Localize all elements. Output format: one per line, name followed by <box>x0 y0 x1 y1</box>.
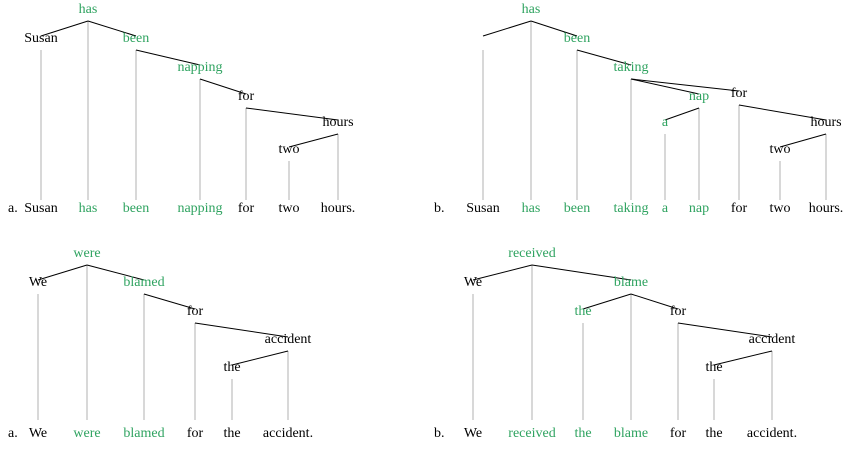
sentence-word-taking: taking <box>613 201 649 216</box>
dependency-edge <box>40 20 89 37</box>
dependency-edge <box>482 20 532 37</box>
sentence-word-we: We <box>463 426 483 441</box>
tree-node-for: for <box>669 304 687 319</box>
sentence-word-has: has <box>521 201 541 216</box>
tree-node-hours: hours <box>322 115 354 130</box>
tree-node-for: for <box>186 304 204 319</box>
sentence-word-received: received <box>508 426 556 441</box>
tree-node-we: We <box>463 275 483 290</box>
dependency-edge <box>779 133 827 148</box>
tree-node-two: two <box>769 142 791 157</box>
sentence-word-for: for <box>186 426 204 441</box>
dependency-edge <box>143 293 196 310</box>
sentence-word-nap: nap <box>688 201 710 216</box>
tree-edges-layer <box>482 20 827 200</box>
dependency-edge <box>738 104 827 121</box>
sentence-word-blame: blame <box>613 426 649 441</box>
tree-node-napping: napping <box>177 60 223 75</box>
dependency-edge <box>86 264 145 281</box>
sentence-word-hours: hours. <box>808 201 844 216</box>
sentence-word-accident: accident. <box>262 426 314 441</box>
sentence-word-the: the <box>574 426 592 441</box>
dependency-edge <box>472 264 533 281</box>
tree-node-two: two <box>278 142 300 157</box>
tree-node-been: been <box>122 31 150 46</box>
dependency-edge <box>135 49 201 66</box>
dependency-edge <box>576 49 632 66</box>
sentence-word-susan: Susan <box>466 201 500 216</box>
tree-node-nap: nap <box>688 89 710 104</box>
tree-node-a: a <box>661 115 669 130</box>
example-letter-label: b. <box>434 426 445 441</box>
tree-node-the: the <box>223 360 241 375</box>
tree-node-been: been <box>563 31 591 46</box>
dependency-edge <box>630 293 679 310</box>
tree-node-received: received <box>508 246 556 261</box>
example-letter-label: a. <box>8 426 18 441</box>
sentence-word-susan: Susan <box>24 201 58 216</box>
dependency-edge <box>630 78 700 95</box>
sentence-word-two: two <box>278 201 300 216</box>
tree-edges-layer <box>40 20 339 200</box>
dependency-edge <box>582 293 632 310</box>
sentence-word-for: for <box>669 426 687 441</box>
sentence-word-been: been <box>563 201 591 216</box>
sentence-word-were: were <box>73 426 101 441</box>
dependency-edge <box>245 107 339 121</box>
tree-edges-layer <box>37 264 289 420</box>
tree-node-blame: blame <box>613 275 649 290</box>
dependency-edge <box>677 322 773 338</box>
sentence-word-the: the <box>705 426 723 441</box>
dependency-edge <box>37 264 88 281</box>
tree-node-hours: hours <box>810 115 842 130</box>
sentence-word-blamed: blamed <box>123 426 165 441</box>
sentence-word-a: a <box>661 201 669 216</box>
sentence-word-we: We <box>28 426 48 441</box>
tree-node-has: has <box>78 2 98 17</box>
sentence-word-two: two <box>769 201 791 216</box>
dependency-edge <box>288 133 339 148</box>
dependency-edge <box>87 20 137 37</box>
tree-edges-layer <box>472 264 773 420</box>
tree-node-for: for <box>237 89 255 104</box>
tree-node-accident: accident <box>748 332 796 347</box>
dependency-edge <box>531 264 632 281</box>
dependency-edge <box>194 322 289 338</box>
dependency-edge <box>713 350 773 366</box>
tree-node-were: were <box>73 246 101 261</box>
tree-node-for: for <box>730 86 748 101</box>
example-letter-label: b. <box>434 201 445 216</box>
tree-node-susan: Susan <box>24 31 58 46</box>
tree-node-taking: taking <box>613 60 649 75</box>
sentence-word-been: been <box>122 201 150 216</box>
tree-node-the: the <box>705 360 723 375</box>
tree-node-has: has <box>521 2 541 17</box>
sentence-word-for: for <box>730 201 748 216</box>
sentence-word-hours: hours. <box>320 201 356 216</box>
sentence-word-the: the <box>223 426 241 441</box>
dependency-edge <box>530 20 578 37</box>
dependency-edge <box>630 78 740 92</box>
dependency-edge <box>231 350 289 366</box>
tree-node-we: We <box>28 275 48 290</box>
sentence-word-napping: napping <box>177 201 223 216</box>
dependency-edge <box>199 78 247 95</box>
dependency-edge <box>664 107 700 121</box>
tree-node-accident: accident <box>264 332 312 347</box>
dependency-tree-tree-b-top: hasSusanbeentakingnapforahourstwob.Susan… <box>426 0 852 225</box>
sentence-word-accident: accident. <box>746 426 798 441</box>
tree-node-blamed: blamed <box>123 275 165 290</box>
example-letter-label: a. <box>8 201 18 216</box>
sentence-word-has: has <box>78 201 98 216</box>
tree-node-the: the <box>574 304 592 319</box>
sentence-word-for: for <box>237 201 255 216</box>
